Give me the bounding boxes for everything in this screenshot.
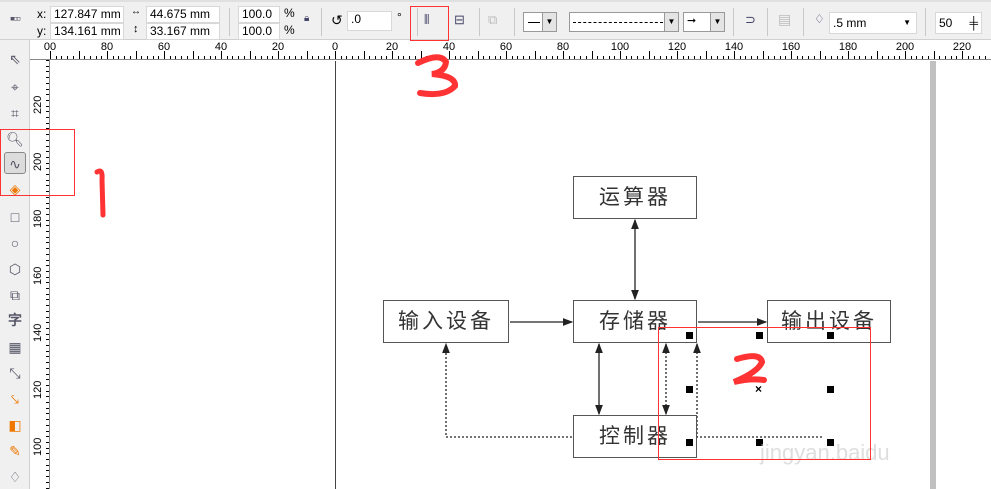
input-device-box[interactable]: 输入设备 — [383, 300, 509, 343]
outline-width-select[interactable]: .5 mm▼ — [829, 12, 917, 34]
rotation-input[interactable]: .0 — [347, 11, 392, 31]
control-box[interactable]: 控制器 — [573, 415, 697, 458]
selection-handle[interactable] — [827, 439, 834, 446]
page-border — [335, 61, 336, 489]
scale-x-input[interactable]: 100.0 — [238, 6, 280, 23]
rotate-icon: ↺ — [331, 12, 343, 28]
watermark: jingyan.baidu — [760, 440, 890, 465]
zoom-tool-icon[interactable]: 🔍︎ — [6, 131, 24, 147]
memory-box[interactable]: 存储器 — [573, 300, 697, 343]
ruler-label: 120 — [667, 41, 687, 53]
freehand-tool-icon[interactable]: ∿ — [4, 152, 26, 174]
center-mark-icon[interactable]: × — [755, 382, 763, 396]
percent-label: % — [284, 6, 295, 20]
width-icon: ↔ — [131, 6, 141, 17]
scale-y-input[interactable]: 100.0 — [238, 23, 280, 40]
miter-value: 50 — [939, 16, 953, 30]
arrange-icon[interactable]: ⧉ — [488, 12, 498, 27]
connector-anchor-icon[interactable]: ⊃ — [745, 12, 756, 27]
line-style-select[interactable]: ▼ — [569, 12, 679, 32]
end-arrow-select[interactable]: ➞▼ — [683, 12, 725, 32]
ruler-label: 100 — [610, 41, 630, 53]
connector-tool-icon[interactable]: ⤥ — [11, 391, 19, 407]
start-arrow-select[interactable]: ▼ — [523, 12, 557, 32]
selection-handle[interactable] — [686, 439, 693, 446]
pick-tool-icon[interactable]: ⇖ — [9, 51, 21, 67]
ruler-label: 180 — [838, 41, 858, 53]
height-input[interactable]: 33.167 mm — [146, 23, 220, 40]
polygon-tool-icon[interactable]: ⬡ — [8, 261, 22, 277]
ruler-label: 200 — [895, 41, 915, 53]
page-shadow — [930, 61, 936, 489]
wrap-text-icon[interactable]: ▤ — [778, 11, 792, 27]
ruler-label: 80 — [556, 41, 570, 53]
degree-label: ° — [397, 10, 402, 24]
annotation-digit-2 — [732, 353, 767, 385]
alu-box[interactable]: 运算器 — [573, 176, 697, 219]
annotation-digit-1 — [94, 168, 106, 218]
shape-tool-icon[interactable]: ⌖ — [11, 79, 19, 95]
selection-handle[interactable] — [686, 332, 693, 339]
outline-tool-icon[interactable]: ♢ — [8, 469, 22, 485]
mirror-horizontal-icon[interactable]: ⫴ — [424, 12, 430, 27]
table-tool-icon[interactable]: ▦ — [8, 339, 22, 355]
percent-label: % — [284, 23, 295, 37]
lock-ratio-icon[interactable]: 🔒︎ — [304, 13, 310, 24]
outline-width-value: .5 mm — [833, 16, 867, 30]
eyedropper-tool-icon[interactable]: ✎ — [9, 443, 21, 459]
basic-shapes-tool-icon[interactable]: ⧉ — [10, 287, 20, 303]
selected-connector — [693, 342, 822, 438]
rectangle-tool-icon[interactable]: □ — [10, 209, 20, 225]
height-icon: ↕ — [133, 23, 139, 35]
ruler-label: 60 — [499, 41, 513, 53]
ellipse-tool-icon[interactable]: ○ — [10, 235, 20, 251]
blend-tool-icon[interactable]: ◧ — [8, 417, 22, 433]
ruler-label: 160 — [781, 41, 801, 53]
selection-handle[interactable] — [686, 386, 693, 393]
selection-handle[interactable] — [827, 332, 834, 339]
ruler-label: 40 — [442, 41, 456, 53]
toolbox: ⇖ ⌖ ⌗ 🔍︎ ∿ ◈ □ ○ ⬡ ⧉ 字 ▦ ⤡ ⤥ ◧ ✎ ♢ — [0, 40, 30, 489]
annotation-box-3 — [410, 6, 449, 41]
y-position-input[interactable]: 134.161 mm — [50, 23, 124, 40]
ruler-label: 00 — [43, 41, 57, 53]
y-label: y: — [37, 24, 47, 38]
ruler-label: 0 — [331, 41, 339, 53]
annotation-box-1 — [0, 129, 75, 196]
ruler-label: 220 — [952, 41, 972, 53]
x-position-input[interactable]: 127.847 mm — [50, 6, 124, 23]
x-label: x: — [37, 7, 47, 21]
annotation-box-2 — [658, 327, 871, 460]
control-input-dotted-arrow — [442, 342, 572, 438]
selection-handle[interactable] — [756, 439, 763, 446]
selection-handle[interactable] — [756, 332, 763, 339]
ruler-label: 60 — [157, 41, 171, 53]
dimension-tool-icon[interactable]: ⤡ — [9, 365, 21, 381]
miter-limit-input[interactable]: 50╪ — [935, 12, 982, 34]
outline-pen-icon: ♢ — [814, 12, 825, 26]
selection-handle[interactable] — [827, 386, 834, 393]
ruler-label: 80 — [100, 41, 114, 53]
width-input[interactable]: 44.675 mm — [146, 6, 220, 23]
annotation-digit-3 — [415, 54, 458, 98]
property-bar: ▪▫▫ x: 127.847 mm y: 134.161 mm ↔ 44.675… — [0, 0, 991, 40]
reference-point-icon[interactable]: ▪▫▫ — [10, 10, 21, 26]
ruler-label: 40 — [214, 41, 228, 53]
ruler-label: 140 — [724, 41, 744, 53]
crop-tool-icon[interactable]: ⌗ — [11, 105, 19, 121]
mirror-vertical-icon[interactable]: ⊟ — [454, 12, 465, 27]
ruler-label: 20 — [385, 41, 399, 53]
text-tool-icon[interactable]: 字 — [8, 313, 22, 329]
smart-fill-tool-icon[interactable]: ◈ — [9, 181, 21, 197]
ruler-label: 20 — [271, 41, 285, 53]
